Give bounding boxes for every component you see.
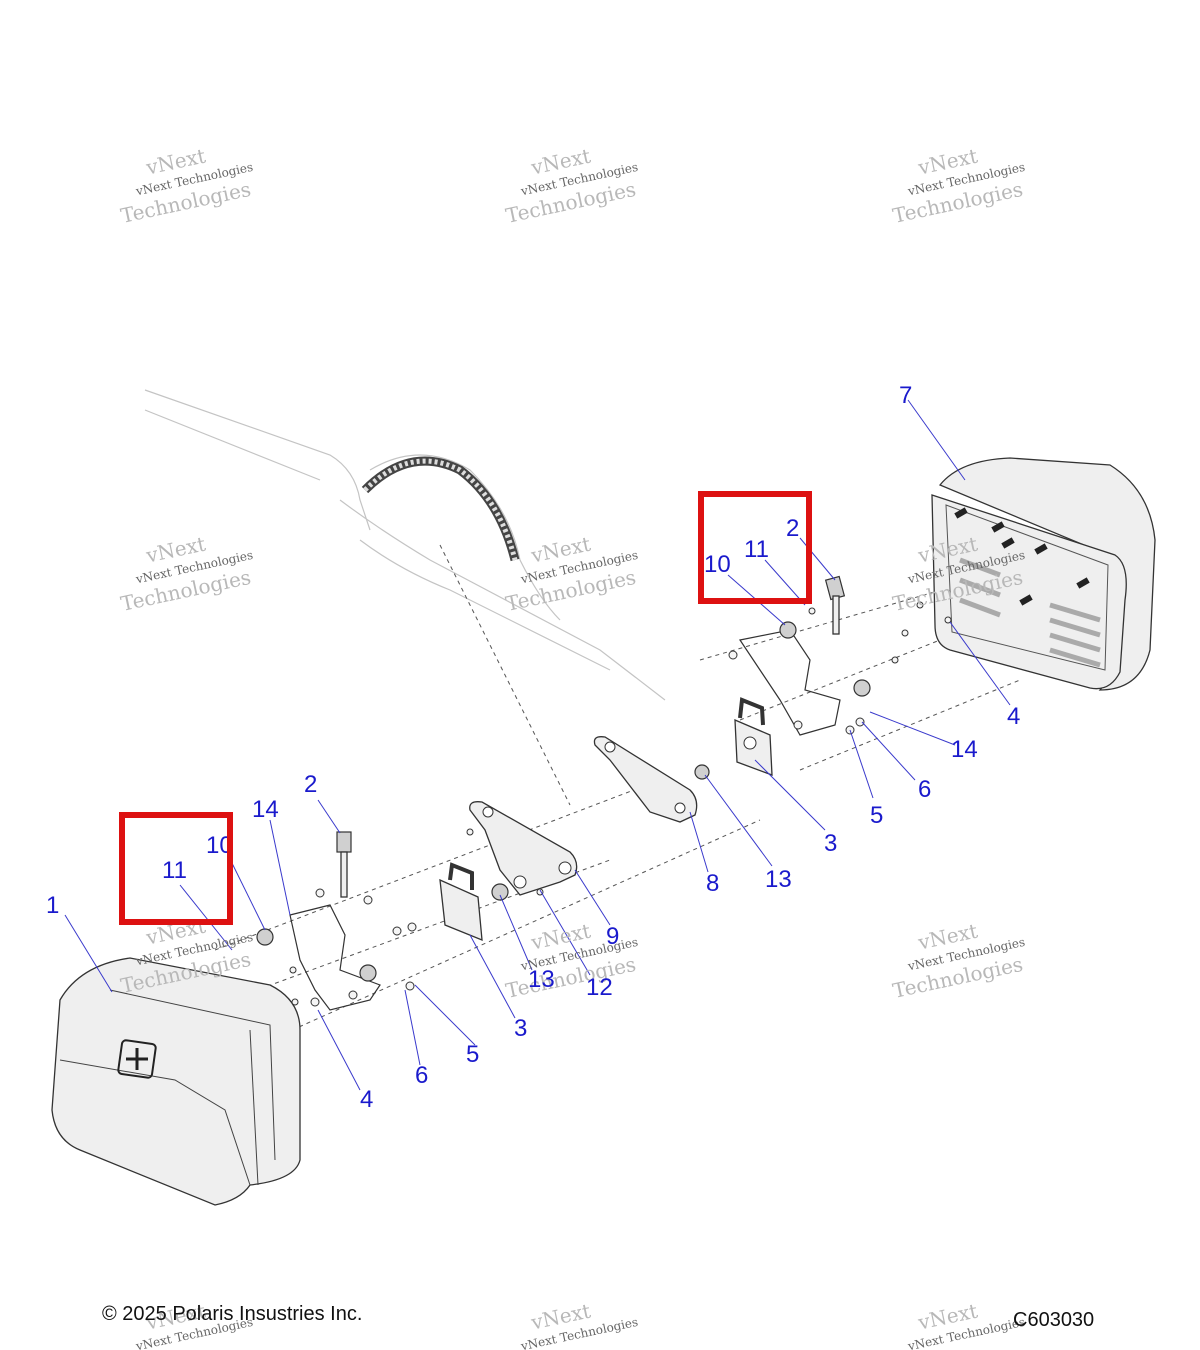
side-plate-right: [739, 629, 841, 736]
copyright-text: © 2025 Polaris Insustries Inc.: [102, 1303, 362, 1325]
latch-plate-right: [734, 697, 773, 776]
callout-1: 1: [46, 892, 59, 919]
callout-11-left: 11: [162, 857, 187, 884]
callout-8: 8: [706, 870, 719, 897]
callout-4-left: 4: [360, 1086, 373, 1113]
callout-6-right: 6: [918, 776, 931, 803]
leader-lines: [64, 399, 1011, 1091]
diagram-id: C603030: [1013, 1309, 1094, 1331]
callout-labels: 1 2 2 3 3 4 4 5 5 6 6 7 8 9 10 10 11 11 …: [46, 382, 1020, 1113]
callout-5-left: 5: [466, 1041, 479, 1068]
mount-bracket-9: [469, 801, 578, 896]
right-case: [931, 457, 1156, 691]
rail-tube: [361, 456, 520, 562]
callout-2-left: 2: [304, 771, 317, 798]
callout-7: 7: [899, 382, 912, 409]
callout-9: 9: [606, 923, 619, 950]
callout-10-right: 10: [704, 551, 731, 578]
callout-5-right: 5: [870, 802, 883, 829]
brand-logo-icon: [117, 1039, 157, 1079]
callout-2-right: 2: [786, 515, 799, 542]
rack-outline: [144, 389, 666, 701]
callout-3-right: 3: [824, 830, 837, 857]
callout-11-right: 11: [744, 536, 769, 563]
callout-13-right: 13: [765, 866, 792, 893]
bushings: [256, 621, 871, 982]
callout-12: 12: [586, 974, 613, 1001]
highlight-box-left: [119, 812, 233, 925]
callout-13-left: 13: [528, 966, 555, 993]
left-case: [51, 957, 301, 1206]
callout-3-left: 3: [514, 1015, 527, 1042]
highlight-box-right: [698, 491, 812, 604]
strap-right: [824, 575, 846, 635]
callout-4-right: 4: [1007, 703, 1020, 730]
callout-6-left: 6: [415, 1062, 428, 1089]
side-plate-left: [289, 904, 381, 1011]
callout-14-right: 14: [951, 736, 978, 763]
mount-bracket-8: [593, 736, 698, 823]
callout-14-left: 14: [252, 796, 279, 823]
latch-plate-left: [439, 862, 483, 942]
small-hardware: [289, 601, 952, 1007]
strap-left: [336, 831, 352, 898]
